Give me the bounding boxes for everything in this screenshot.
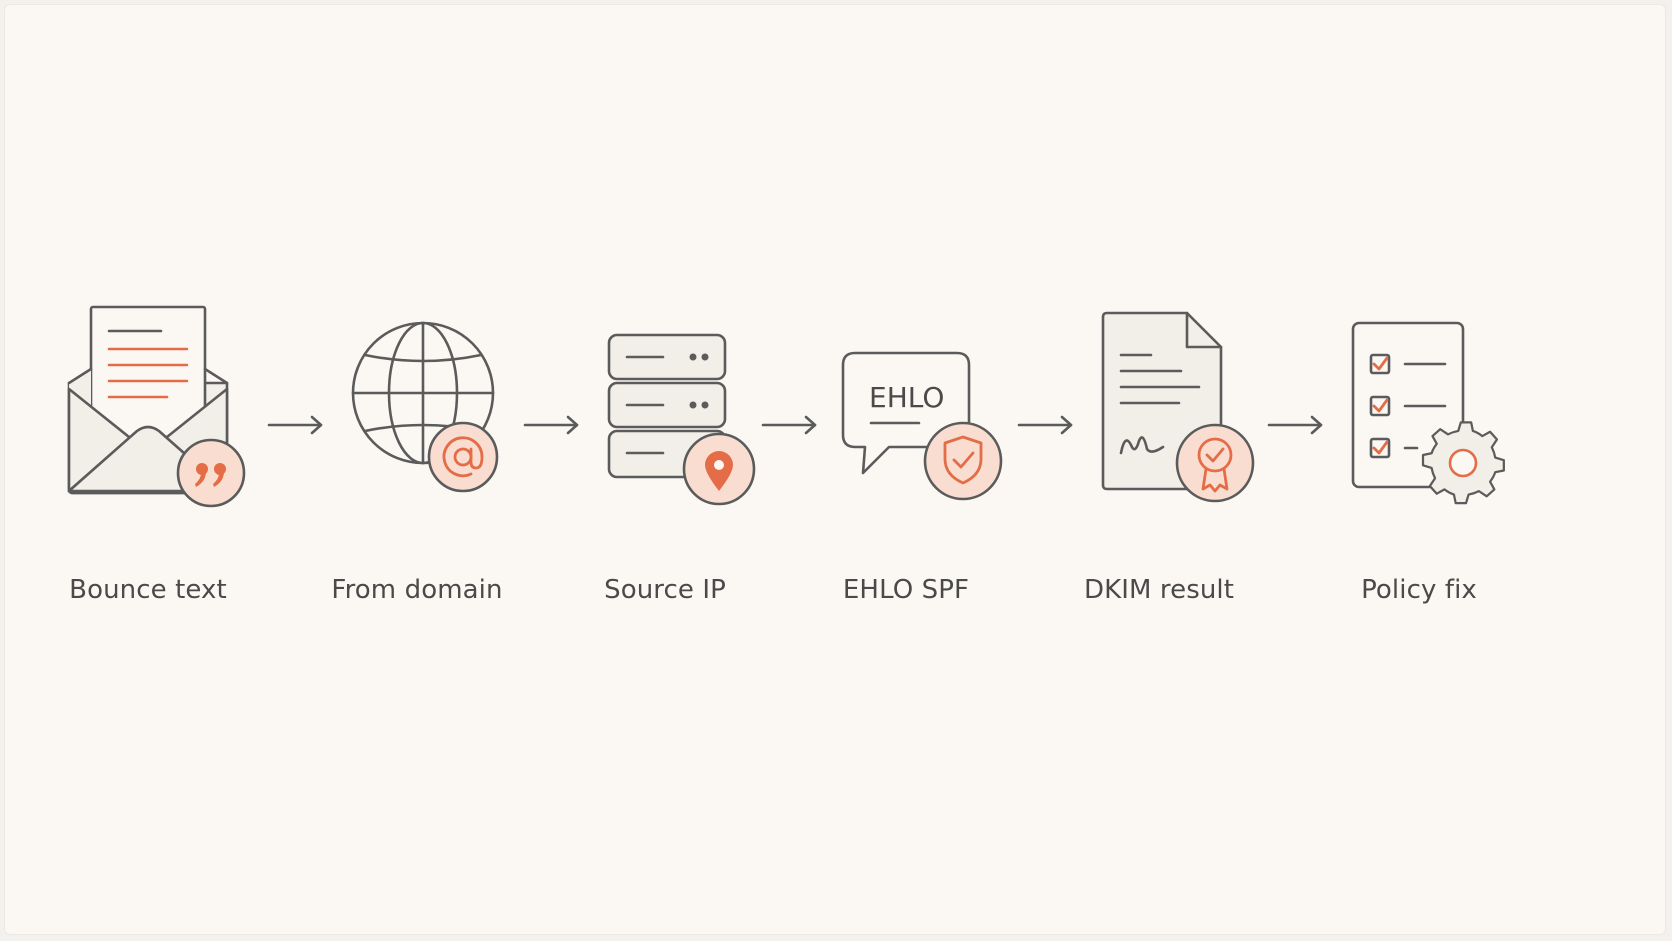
signed-document-award-icon xyxy=(1101,311,1255,503)
speech-bubble-shield-icon: EHLO xyxy=(841,351,1003,501)
globe-at-icon xyxy=(351,321,499,493)
arrow-right-icon xyxy=(523,415,579,435)
step-label: Source IP xyxy=(604,575,726,605)
envelope-quote-icon xyxy=(67,305,246,508)
arrow-right-icon xyxy=(1017,415,1073,435)
step-label: Policy fix xyxy=(1361,575,1477,605)
server-location-icon xyxy=(607,333,756,506)
diagram-canvas: Bounce text From domain xyxy=(4,4,1666,935)
step-label: EHLO SPF xyxy=(842,575,970,605)
step-label: DKIM result xyxy=(1083,575,1235,605)
bubble-text: EHLO xyxy=(869,381,944,414)
arrow-right-icon xyxy=(761,415,817,435)
arrow-right-icon xyxy=(1267,415,1323,435)
arrow-right-icon xyxy=(267,415,323,435)
checklist-gear-icon xyxy=(1351,321,1505,505)
step-label: Bounce text xyxy=(69,575,227,605)
step-label: From domain xyxy=(331,575,503,605)
